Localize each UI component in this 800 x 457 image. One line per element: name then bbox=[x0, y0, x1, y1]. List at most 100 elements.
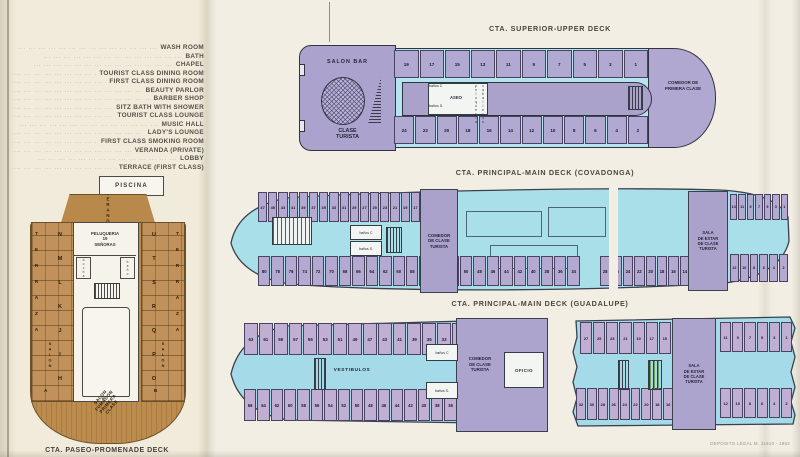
banos-c-label: baños C bbox=[429, 84, 443, 88]
cabin: 46 bbox=[486, 256, 500, 286]
stairs-hatch bbox=[314, 358, 326, 390]
cabin-letter: S bbox=[152, 280, 156, 286]
cabin: 70 bbox=[325, 256, 338, 286]
cabin-letter: Q bbox=[151, 328, 157, 334]
cabin: 78 bbox=[271, 256, 284, 286]
aseo-label: ASEO bbox=[450, 95, 462, 100]
legend-item: FIRST CLASS DINING ROOM bbox=[14, 78, 204, 87]
fold-gap bbox=[609, 183, 618, 297]
legend-item: FIRST CLASS SMOKING ROOM bbox=[14, 138, 204, 147]
cabin: 7 bbox=[547, 50, 572, 78]
cabin-row-bottom-left: 8078767472706866646260585654525048464442… bbox=[258, 256, 580, 286]
cabin: 15 bbox=[658, 322, 671, 354]
cabin: 7 bbox=[744, 322, 756, 352]
ducha-label: ducha bbox=[81, 258, 86, 278]
legend-item: BEAUTY PARLOR bbox=[14, 87, 204, 96]
cabin: 6 bbox=[759, 254, 769, 282]
cabin: 17 bbox=[419, 50, 444, 78]
cabin: 44 bbox=[390, 389, 404, 421]
cabin: 58 bbox=[405, 256, 419, 286]
legend-item: TERRACE (FIRST CLASS) bbox=[14, 164, 204, 173]
cabin-letter: O bbox=[151, 376, 157, 382]
deposito-legal-fineprint: DEPOSITO LEGAL M. 11610 - 1962 bbox=[710, 441, 790, 446]
cabin: 15 bbox=[445, 50, 470, 78]
salon-label-left: SALON bbox=[48, 342, 52, 370]
bano-label: baño bbox=[125, 260, 130, 276]
sala-de-estar-band: SALA DE ESTAR DE CLASE TURISTA bbox=[688, 191, 728, 291]
cabin: 56 bbox=[310, 389, 324, 421]
banos-s-room: baños S. bbox=[350, 241, 382, 256]
cabin: 6 bbox=[756, 388, 768, 418]
cabin-letter: R bbox=[152, 304, 156, 310]
cabin: 10 bbox=[542, 116, 563, 144]
cabin: 8 bbox=[564, 116, 585, 144]
cabin: 37 bbox=[308, 192, 319, 222]
cabin: 4 bbox=[768, 388, 780, 418]
legend-item: BATH bbox=[14, 53, 204, 62]
cabin: 13 bbox=[470, 50, 495, 78]
cabin: 1 bbox=[623, 50, 648, 78]
promenade-deck-caption: CTA. PASEO-PROMENADE DECK bbox=[45, 447, 169, 454]
cabin: 31 bbox=[339, 192, 349, 222]
cabin-row-top-left: 636159575553514947434139353331 bbox=[244, 323, 466, 355]
sala-de-estar-band: SALA DE ESTAR DE CLASE TURISTA bbox=[672, 318, 716, 430]
banos-c-room: baños C bbox=[350, 225, 382, 240]
cabin: 8 bbox=[744, 388, 756, 418]
covadonga-deck-title: CTA. PRINCIPAL-MAIN DECK (COVADONGA) bbox=[455, 168, 635, 177]
cabin: 3 bbox=[772, 194, 780, 220]
letter-b-mark: B bbox=[102, 397, 105, 401]
cabin: 26 bbox=[608, 388, 619, 420]
cabin: 20 bbox=[641, 388, 652, 420]
comedor-primera-clase-label: COMEDOR DE PRIMERA CLASE bbox=[664, 80, 702, 91]
skylight-casing bbox=[82, 307, 130, 397]
cabin: 9 bbox=[746, 194, 755, 220]
banos-c-room: baños C bbox=[426, 344, 458, 361]
cabin: 48 bbox=[473, 256, 486, 286]
bath-stalls bbox=[272, 217, 312, 245]
cabin-letter: T bbox=[152, 256, 156, 262]
bow-first-class-dining bbox=[648, 48, 716, 148]
galley-room-outline bbox=[548, 207, 606, 237]
legend-item: TOURIST CLASS LOUNGE bbox=[14, 112, 204, 121]
cabin: 17 bbox=[645, 322, 658, 354]
stairs-hatch bbox=[386, 227, 402, 253]
cabin: 18 bbox=[457, 116, 478, 144]
cabin: 52 bbox=[337, 389, 350, 421]
cabin: 22 bbox=[630, 388, 641, 420]
cabin: 5 bbox=[572, 50, 597, 78]
bath-utility-block bbox=[428, 83, 488, 115]
legend-item: VERANDA (PRIVATE) bbox=[14, 147, 204, 156]
cabin: 62 bbox=[379, 256, 392, 286]
ducha-room: ducha bbox=[76, 257, 91, 279]
cabin: 66 bbox=[352, 256, 365, 286]
cabin: 8 bbox=[749, 254, 759, 282]
cabin-letter-b: B bbox=[154, 388, 158, 393]
cabin: 49 bbox=[348, 323, 362, 355]
cabin-letter: H bbox=[58, 376, 62, 382]
window-slot bbox=[299, 64, 305, 76]
stairs-hatch bbox=[618, 360, 629, 390]
legend-list: WASH ROOMBATHCHAPELTOURIST CLASS DINING … bbox=[14, 44, 204, 172]
oficio-room: OFICIO bbox=[504, 352, 544, 388]
cabin: 9 bbox=[732, 322, 744, 352]
cabin-letter: L bbox=[58, 280, 62, 286]
cabin: 27 bbox=[580, 322, 593, 354]
cabin: 1 bbox=[780, 322, 793, 352]
cabin: 24 bbox=[619, 388, 630, 420]
cabin: 30 bbox=[586, 388, 597, 420]
cabin: 48 bbox=[364, 389, 377, 421]
cabin: 2 bbox=[779, 254, 788, 282]
comedor-clase-turista-label: COMEDOR DE CLASE TURISTA bbox=[468, 356, 492, 373]
cabin: 33 bbox=[329, 192, 339, 222]
guadalupe-deck-title: CTA. PRINCIPAL-MAIN DECK (GUADALUPE) bbox=[451, 299, 629, 308]
cabin: 19 bbox=[394, 50, 419, 78]
stairs-hatch bbox=[366, 77, 381, 123]
cabin: 68 bbox=[338, 256, 352, 286]
cabin: 44 bbox=[500, 256, 513, 286]
